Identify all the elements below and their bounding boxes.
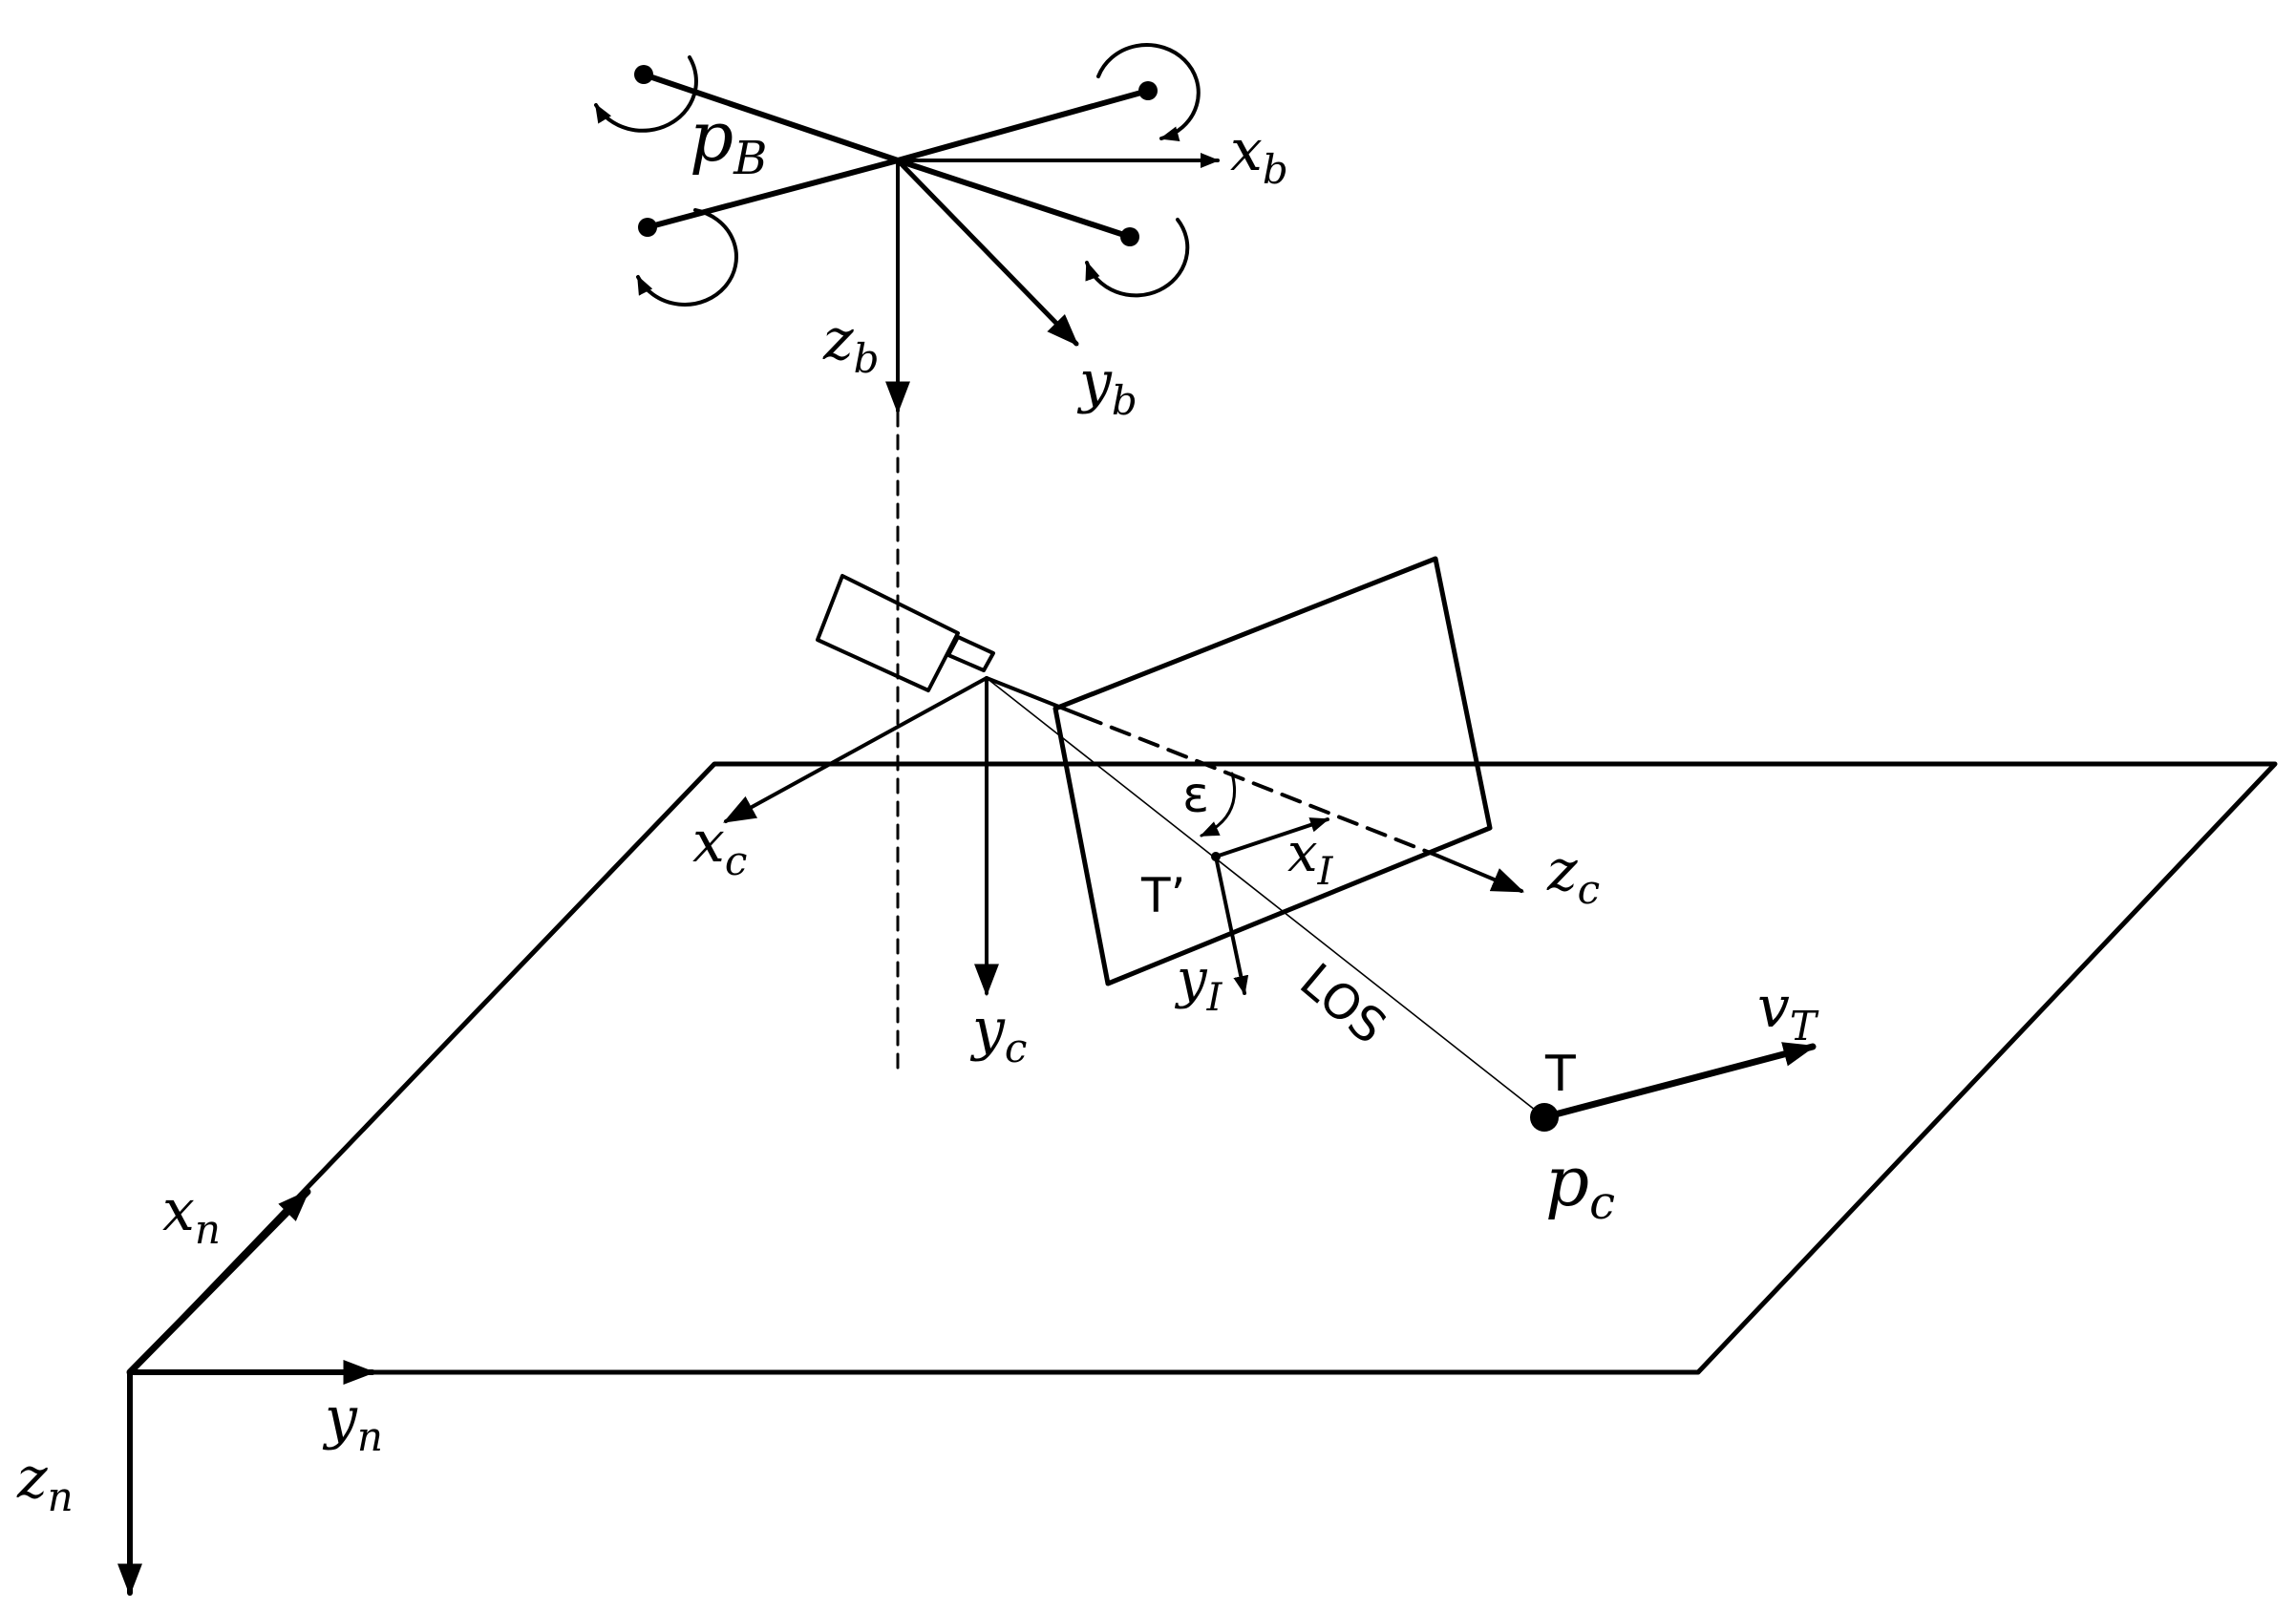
drone-arm-rear-right xyxy=(895,158,1133,240)
rotor-hub-icon xyxy=(1138,81,1158,100)
navigation-frame xyxy=(117,1188,376,1597)
camera-z-label: zc xyxy=(1546,837,1600,913)
camera-y-label: yc xyxy=(969,996,1027,1071)
drone-arm-rear-left xyxy=(645,158,901,230)
epsilon-label: ε xyxy=(1182,767,1209,824)
rotor-spin-arrow-icon xyxy=(636,208,738,307)
nav-x-label: xn xyxy=(162,1177,221,1253)
camera-frame xyxy=(723,676,1525,997)
target-label: T xyxy=(1544,1046,1576,1103)
target-velocity-label: vT xyxy=(1757,974,1819,1049)
image-y-axis xyxy=(1214,855,1249,995)
nav-x-axis xyxy=(126,1188,311,1376)
epsilon-angle-arc xyxy=(1200,772,1237,837)
image-x-label: xI xyxy=(1287,822,1334,894)
line-of-sight xyxy=(986,677,1545,1118)
camera-x-label: xc xyxy=(692,809,747,884)
nav-y-label: yn xyxy=(322,1385,383,1460)
camera-lens xyxy=(946,635,995,672)
target-position-label: pc xyxy=(1545,1141,1615,1230)
rotor-hub-icon xyxy=(1120,227,1139,246)
image-y-label: yI xyxy=(1174,948,1223,1020)
ground-plane xyxy=(127,761,2278,1375)
image-frame xyxy=(1211,817,1329,995)
camera-z-axis-dashed xyxy=(1081,714,1439,858)
drone-arm-front-left xyxy=(641,72,901,163)
camera-z-axis-solid xyxy=(985,676,1085,718)
image-x-axis xyxy=(1214,817,1329,858)
target-velocity-vector xyxy=(1541,1042,1817,1121)
camera-body xyxy=(816,574,960,692)
rotor-spin-arrow-icon xyxy=(1096,43,1201,141)
target xyxy=(1530,1042,1817,1132)
body-frame xyxy=(885,153,1220,1076)
quadrotor xyxy=(594,43,1201,307)
rotor-hub-icon xyxy=(638,218,657,237)
rotor-spin-arrow-icon xyxy=(594,55,698,133)
rotor-spin-arrow-icon xyxy=(1085,218,1190,298)
body-y-axis xyxy=(895,158,1079,347)
body-z-label: zb xyxy=(822,307,880,382)
camera-z-axis-tip xyxy=(1435,854,1525,893)
camera xyxy=(816,574,995,692)
body-y-label: yb xyxy=(1076,349,1137,424)
rotor-hub-icon xyxy=(634,65,653,84)
image-plane xyxy=(1052,556,1493,986)
body-x-label: xb xyxy=(1230,117,1288,193)
nav-z-label: zn xyxy=(16,1445,74,1520)
target-projection-point xyxy=(1211,852,1221,861)
camera-x-axis xyxy=(723,676,989,823)
line-of-sight-label: LOS xyxy=(1289,953,1396,1055)
target-projection-label: T’ xyxy=(1140,868,1185,923)
drone-arm-front-right xyxy=(895,88,1151,163)
drone-position-label: pB xyxy=(690,96,767,185)
